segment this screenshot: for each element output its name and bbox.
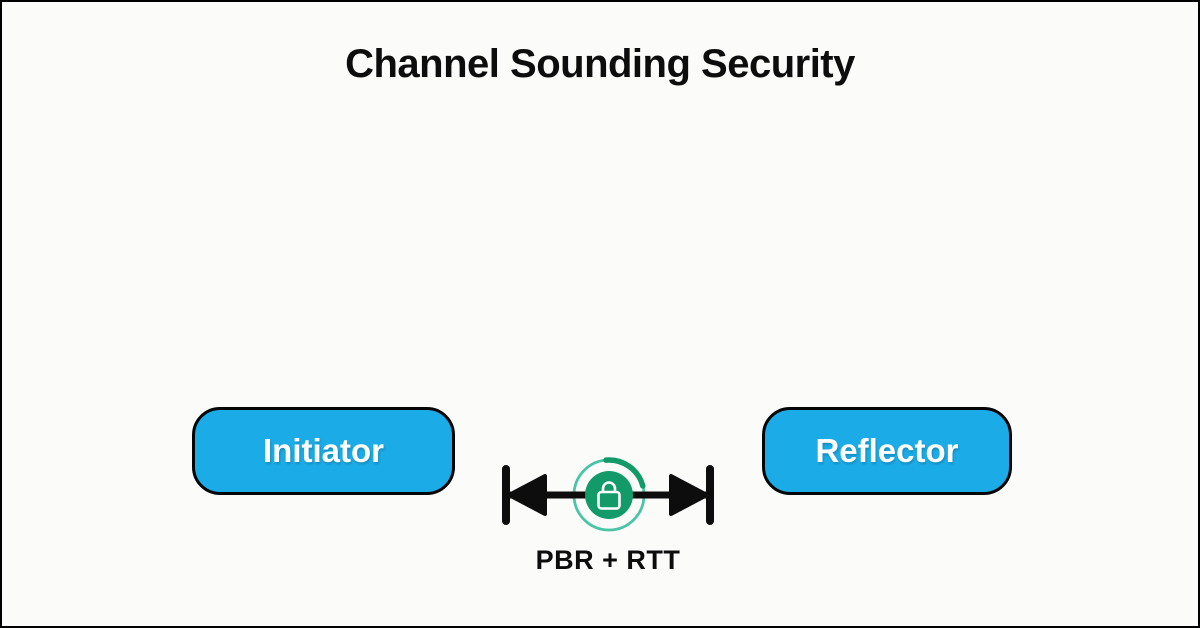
node-reflector: Reflector [762,407,1012,495]
lock-icon [585,471,633,519]
connector-arrow [502,457,714,532]
node-initiator-label: Initiator [263,432,384,469]
node-initiator: Initiator [192,407,455,495]
link-label: PBR + RTT [535,545,681,575]
page-title: Channel Sounding Security [345,42,855,86]
double-arrow [502,465,714,525]
node-reflector-label: Reflector [815,432,959,469]
lock-ring-arc [603,457,646,489]
